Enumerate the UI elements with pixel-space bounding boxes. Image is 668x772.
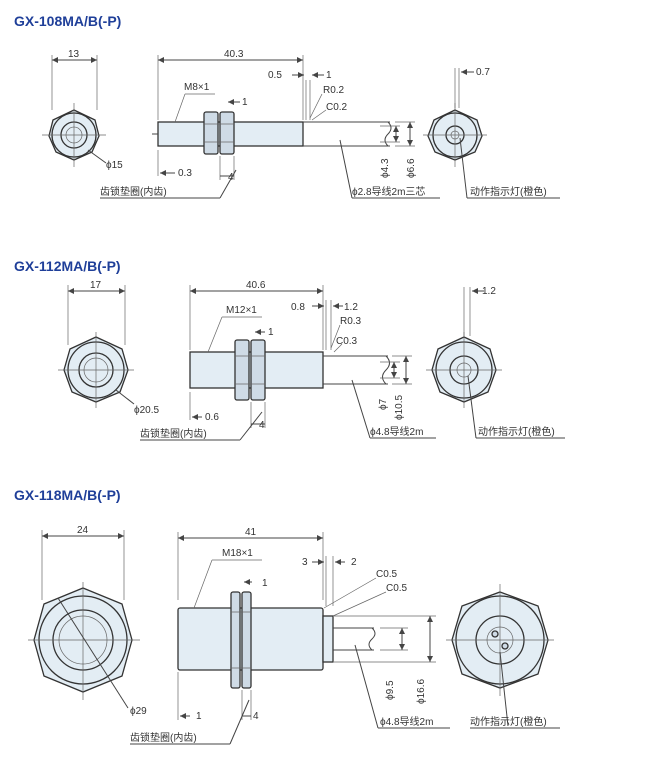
nut-gap-label-3: 1	[262, 578, 268, 589]
dia-inner-label-3: ϕ9.5	[385, 680, 396, 700]
total-length-label-2: 40.6	[246, 280, 266, 291]
front-width-label-3: 24	[77, 525, 89, 536]
nut-width-label-1: 4	[228, 172, 234, 183]
thread-label-3: M18×1	[222, 548, 253, 559]
front-width-label-2: 17	[90, 280, 102, 291]
nut-width-label-3: 4	[253, 711, 259, 722]
nut-gap-label-1: 1	[242, 97, 248, 108]
back-view-2: 1.2 动作指示灯(橙色)	[426, 286, 565, 439]
front-dia-label-2: ϕ20.5	[134, 405, 160, 416]
cable-gap1-label-1: 0.5	[268, 70, 282, 81]
dia-outer-label-1: ϕ6.6	[406, 158, 417, 178]
cable-label-1: ϕ2.8导线2m三芯	[352, 185, 425, 198]
chamfer-label-3: C0.5	[386, 583, 408, 594]
radius-label-3: C0.5	[376, 569, 398, 580]
thread-label-1: M8×1	[184, 82, 210, 93]
tip-label-2: 0.6	[205, 412, 219, 423]
back-view-3: 动作指示灯(橙色)	[446, 584, 560, 729]
dia-outer-label-3: ϕ16.6	[416, 678, 427, 704]
section-title-3: GX-118MA/B(-P)	[14, 487, 121, 503]
cable-gap1-label-2: 0.8	[291, 302, 305, 313]
section-title-1: GX-108MA/B(-P)	[14, 13, 122, 29]
drawing-gx108: 13 ϕ15 40.3 M8×1	[42, 49, 560, 199]
back-view-1: 0.7 动作指示灯(橙色)	[423, 67, 560, 199]
front-view-3: 24 ϕ29	[28, 525, 147, 717]
washer-label-2: 齿锁垫圈(内齿)	[140, 427, 207, 440]
dia-outer-label-2: ϕ10.5	[394, 394, 405, 420]
side-view-3: 41 M18×1 1 1 4 齿锁垫圈(内齿)	[130, 527, 450, 745]
radius-label-2: R0.3	[340, 316, 362, 327]
front-dia-label-1: ϕ15	[106, 160, 123, 171]
indicator-gap-label-2: 1.2	[482, 286, 496, 297]
washer-label-3: 齿锁垫圈(内齿)	[130, 731, 197, 744]
nut-width-label-2: 4	[259, 420, 265, 431]
front-width-label-1: 13	[68, 49, 80, 60]
thread-label-2: M12×1	[226, 305, 257, 316]
dia-inner-label-1: ϕ4.3	[380, 158, 391, 178]
drawing-gx112: 17 ϕ20.5 40.6 M12×1	[58, 280, 565, 441]
chamfer-label-1: C0.2	[326, 102, 348, 113]
drawing-gx118: 24 ϕ29 41 M18×1	[28, 525, 560, 745]
side-view-1: 40.3 M8×1 1 0.3 4 齿锁垫圈(内齿)	[100, 49, 440, 199]
cable-gap2-label-2: 1.2	[344, 302, 358, 313]
front-view-1: 13 ϕ15	[42, 49, 123, 171]
indicator-label-3: 动作指示灯(橙色)	[470, 715, 547, 728]
tip-label-3: 1	[196, 711, 202, 722]
indicator-gap-label-1: 0.7	[476, 67, 490, 78]
radius-label-1: R0.2	[323, 85, 345, 96]
cable-gap2-label-1: 1	[326, 70, 332, 81]
dia-inner-label-2: ϕ7	[378, 398, 389, 410]
cable-gap2-label-3: 2	[351, 557, 357, 568]
indicator-label-2: 动作指示灯(橙色)	[478, 425, 555, 438]
indicator-label-1: 动作指示灯(橙色)	[470, 185, 547, 198]
washer-label-1: 齿锁垫圈(内齿)	[100, 185, 167, 198]
cable-label-3: ϕ4.8导线2m	[380, 715, 433, 728]
tip-label-1: 0.3	[178, 168, 192, 179]
nut-gap-label-2: 1	[268, 327, 274, 338]
total-length-label-1: 40.3	[224, 49, 244, 60]
chamfer-label-2: C0.3	[336, 336, 358, 347]
front-dia-label-3: ϕ29	[130, 706, 147, 717]
total-length-label-3: 41	[245, 527, 257, 538]
section-title-2: GX-112MA/B(-P)	[14, 258, 121, 274]
side-view-2: 40.6 M12×1 1 0.6 4 齿锁垫圈(内齿)	[140, 280, 436, 441]
front-view-2: 17 ϕ20.5	[58, 280, 160, 416]
cable-gap1-label-3: 3	[302, 557, 308, 568]
cable-label-2: ϕ4.8导线2m	[370, 425, 423, 438]
